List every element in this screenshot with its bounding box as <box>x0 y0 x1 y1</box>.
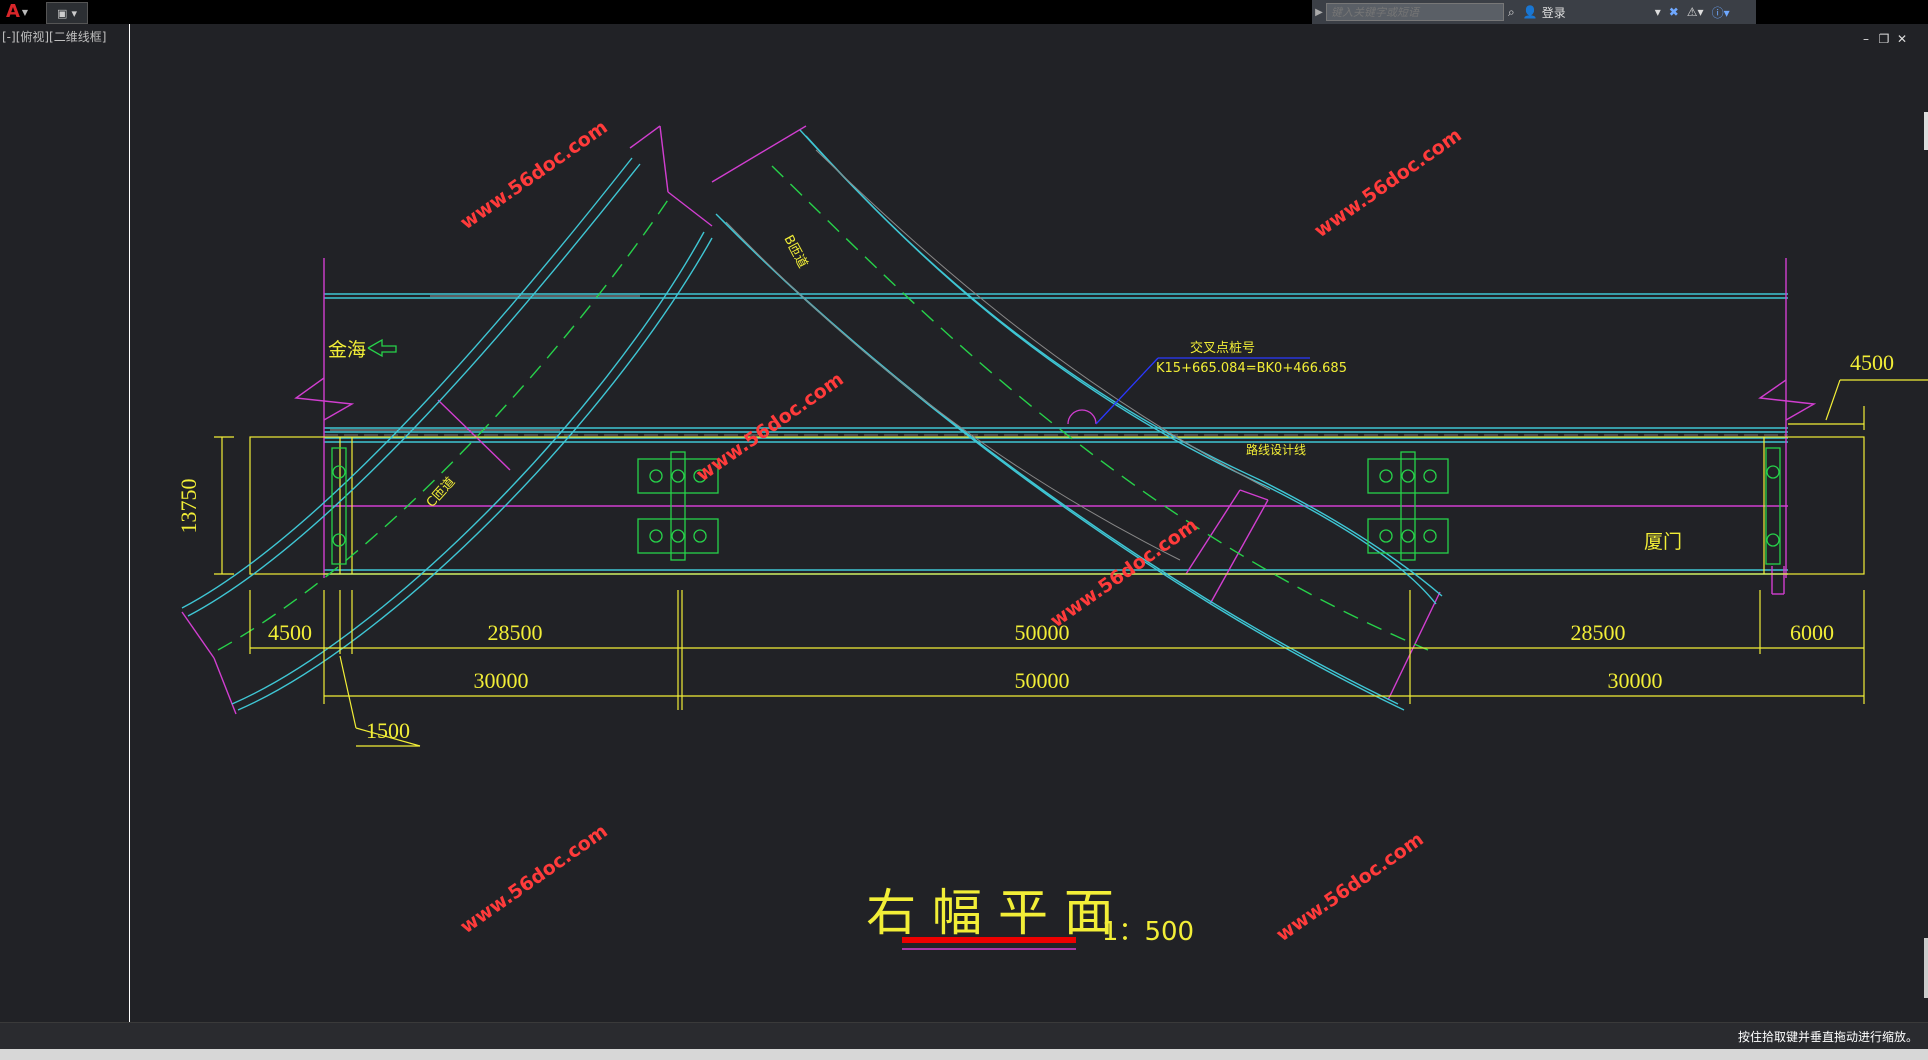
structure-outline <box>249 436 1865 575</box>
window-controls: – ❐ ✕ <box>1860 32 1908 46</box>
dim-30000-right: 30000 <box>1608 668 1663 693</box>
exchange-icon[interactable]: ✖ <box>1668 5 1679 19</box>
user-icon: 👤 <box>1522 5 1538 19</box>
scrollbar-thumb[interactable] <box>1924 938 1928 998</box>
label-b-ramp: B匝道 <box>780 233 810 271</box>
watermark-text: www.56doc.com <box>692 368 847 486</box>
bottom-strip <box>0 1049 1928 1060</box>
dim-50000-top: 50000 <box>1015 620 1070 645</box>
status-message: 按住拾取键并垂直拖动进行缩放。 <box>1737 1030 1918 1044</box>
magenta-lines <box>181 125 1817 715</box>
login-label: 登录 <box>1541 5 1566 20</box>
autocad-logo-icon: A <box>5 1 20 22</box>
bearing-groups <box>331 338 1781 565</box>
drawing-title: 右 幅 平 面 <box>866 884 1114 942</box>
leader-lines <box>1095 357 1310 425</box>
label-xiamen: 厦门 <box>1644 531 1682 553</box>
watermark-text: www.56doc.com <box>1046 514 1201 632</box>
status-bar: 按住拾取键并垂直拖动进行缩放。 <box>0 1022 1928 1049</box>
chevron-down-icon: ▼ <box>21 7 29 17</box>
watermark-text: www.56doc.com <box>1272 828 1427 946</box>
dim-6000: 6000 <box>1790 620 1834 645</box>
dimension-lines <box>214 379 1928 747</box>
dim-50000-bottom: 50000 <box>1015 668 1070 693</box>
chevron-down-icon[interactable]: ▾ <box>71 6 77 20</box>
restore-button[interactable]: ❐ <box>1878 32 1890 46</box>
a360-icon[interactable]: ⚠▾ <box>1686 5 1704 19</box>
dim-4500-left: 4500 <box>268 620 312 645</box>
close-button[interactable]: ✕ <box>1896 32 1908 46</box>
title-bar: A ▼ ▣ ▾ ▶ ⌕ 👤 登录 ▾ ✖ ⚠▾ ⓘ▾ <box>0 0 1928 24</box>
search-input[interactable] <box>1326 3 1504 21</box>
drawing-scale: 1：500 <box>1102 917 1194 947</box>
drawing-canvas[interactable]: 13750 4500 28500 50000 28500 6000 30000 … <box>0 0 1928 1022</box>
grey-lines <box>725 149 1271 561</box>
viewport-controls[interactable]: [-][俯视][二维线框] <box>2 30 107 44</box>
dim-28500-left: 28500 <box>488 620 543 645</box>
label-design-line: 路线设计线 <box>1246 442 1306 457</box>
intersection-marker <box>1067 409 1097 425</box>
watermark-text: www.56doc.com <box>456 116 611 234</box>
save-icon[interactable]: ▣ <box>57 6 68 20</box>
watermark-text: www.56doc.com <box>456 820 611 938</box>
dim-13750: 13750 <box>176 479 201 534</box>
dim-4500-top-right: 4500 <box>1850 350 1894 375</box>
scrollbar-thumb[interactable] <box>1924 112 1928 150</box>
watermark-text: www.56doc.com <box>1310 124 1465 242</box>
binoculars-icon[interactable]: ⌕ <box>1508 4 1515 19</box>
infocenter-bar: ▶ ⌕ 👤 登录 ▾ ✖ ⚠▾ ⓘ▾ <box>1312 0 1756 24</box>
help-icon[interactable]: ⓘ▾ <box>1711 5 1730 20</box>
viewport-divider <box>129 24 130 1022</box>
login-button[interactable]: 👤 登录 ▾ <box>1519 0 1665 24</box>
minimize-button[interactable]: – <box>1863 32 1869 46</box>
dim-28500-right: 28500 <box>1571 620 1626 645</box>
dim-1500: 1500 <box>366 718 410 743</box>
expand-arrow-icon[interactable]: ▶ <box>1315 6 1323 18</box>
quick-access-toolbar[interactable]: ▣ ▾ <box>46 2 88 24</box>
grey-reference-lines <box>330 295 640 431</box>
label-cross-title: 交叉点桩号 <box>1190 340 1255 356</box>
application-menu-button[interactable]: A ▼ <box>0 0 34 24</box>
label-c-ramp: C匝道 <box>424 475 459 511</box>
chevron-down-icon: ▾ <box>1654 5 1661 19</box>
ramp-centerlines <box>217 165 1429 651</box>
mainline-edges <box>324 293 1788 575</box>
ramp-edges <box>181 129 1443 711</box>
label-jinhai: 金海 <box>328 339 366 361</box>
label-cross-value: K15+665.084=BK0+466.685 <box>1156 361 1347 376</box>
dim-30000-left: 30000 <box>474 668 529 693</box>
